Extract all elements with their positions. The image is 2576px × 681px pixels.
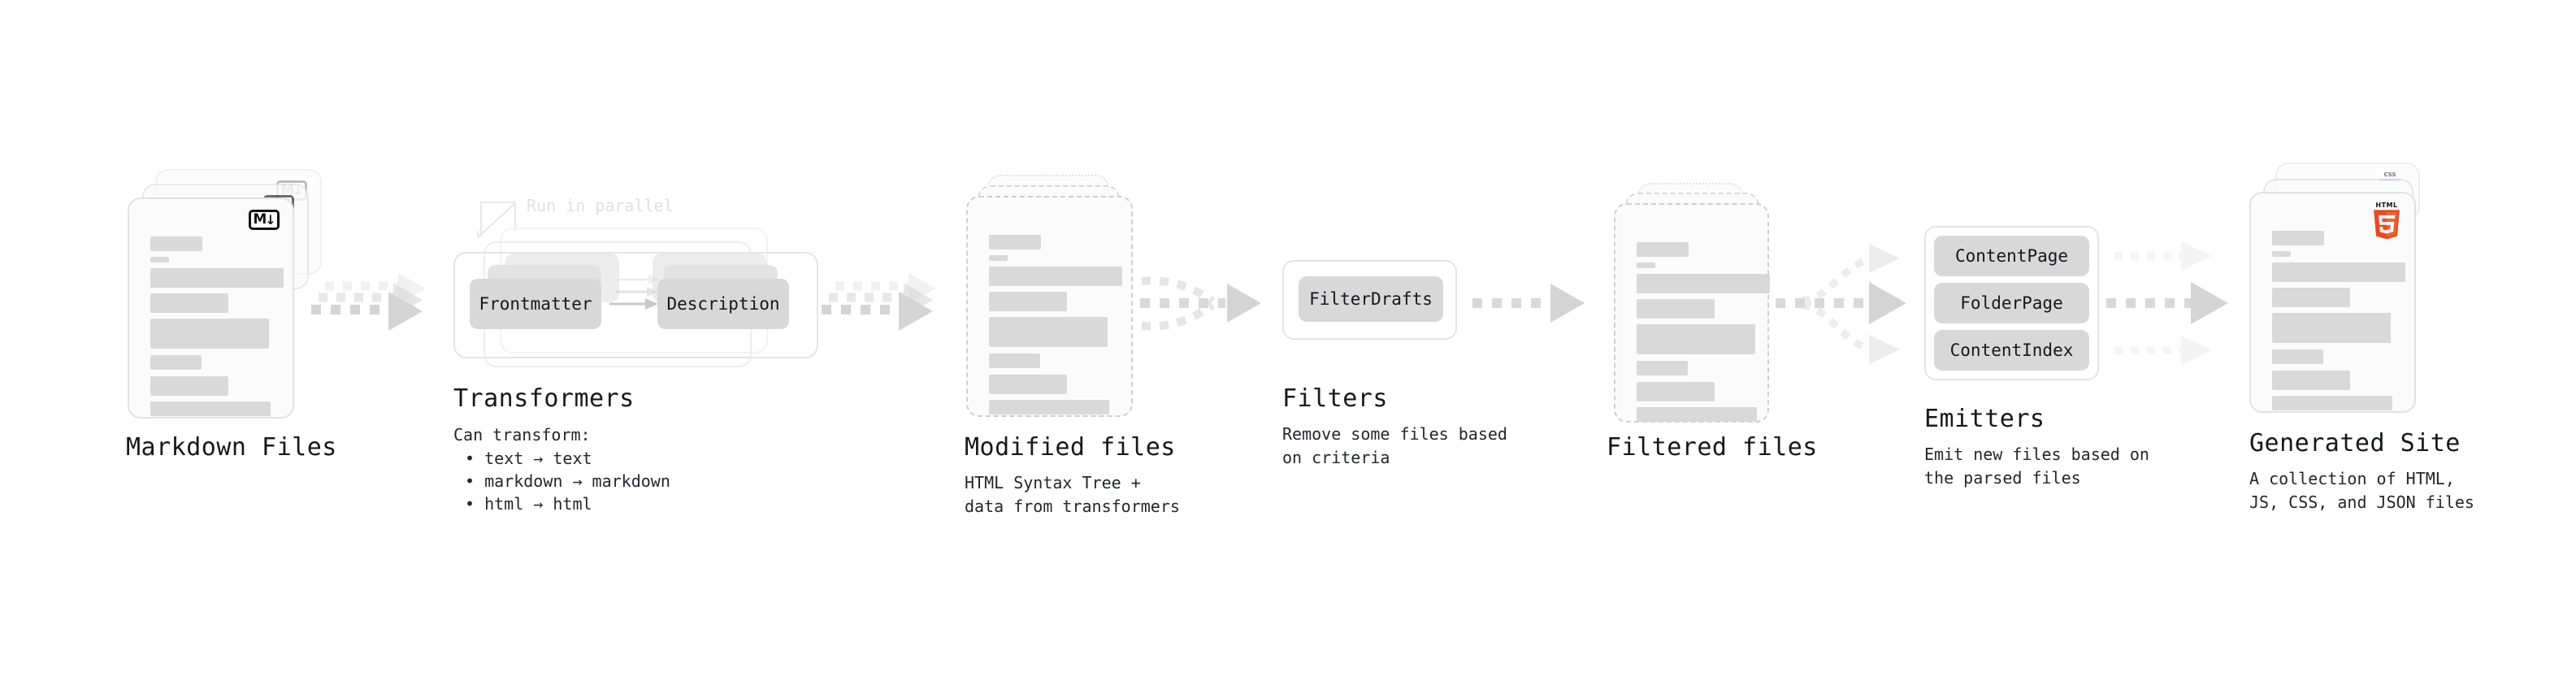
skeleton-line [150,268,284,288]
generated-file-card: HTML [2249,192,2416,413]
stage-title-modified-files: Modified files [965,433,1176,462]
filters-group [1282,260,1457,340]
skeleton-line [2272,251,2291,257]
skeleton-line [2272,288,2350,307]
skeleton-line [2272,231,2324,245]
stage-title-generated-site: Generated Site [2249,429,2461,458]
emitter-pill-label: FolderPage [1960,293,2063,313]
modified-file-card [966,196,1133,417]
emitter-pill-folderpage[interactable]: FolderPage [1934,283,2089,323]
skeleton-line [2272,371,2350,390]
skeleton-line [150,257,169,262]
skeleton-line [1637,324,1755,354]
skeleton-line [1637,262,1655,268]
transformer-pill-description[interactable]: Description [657,279,789,329]
transformers-group [453,252,818,358]
skeleton-line [989,235,1041,249]
stage-subtitle-emitters: Emit new files based on the parsed files [1924,445,2149,488]
markdown-file-card: M↓ [128,197,294,419]
html5-icon: HTML [2372,202,2401,240]
stage-subtitle-generated-site: A collection of HTML, JS, CSS, and JSON … [2249,469,2474,512]
emitter-pill-contentindex[interactable]: ContentIndex [1934,330,2089,371]
emitters-group [1924,226,2099,380]
transformer-pill-frontmatter[interactable]: Frontmatter [470,279,601,329]
stage-subtitle-filters: Remove some files based on criteria [1282,424,1507,467]
skeleton-line [150,355,202,370]
html5-icon-shield [2374,210,2400,240]
skeleton-line [989,375,1067,394]
markdown-icon-letter: M [253,211,267,228]
css-icon-label: CSS [2383,171,2396,178]
skeleton-line [1637,361,1688,375]
stage-title-filtered-files: Filtered files [1607,433,1818,462]
skeleton-line [2272,396,2392,410]
stage-title-emitters: Emitters [1924,405,2045,433]
skeleton-line [150,376,228,396]
skeleton-line [150,401,271,416]
skeleton-line [1637,242,1689,257]
transformers-bullet-2: • markdown → markdown [465,471,670,491]
stage-title-filters: Filters [1282,384,1388,413]
skeleton-line [2272,349,2323,364]
filter-pill-label: FilterDrafts [1309,289,1433,309]
skeleton-line [989,267,1122,286]
transformer-pill-label: Description [666,294,780,314]
skeleton-line [989,292,1067,311]
skeleton-line [1637,382,1715,401]
transformers-bullet-3: • html → html [465,494,592,514]
skeleton-line [1637,299,1715,319]
transformer-pill-label: Frontmatter [479,294,592,314]
skeleton-line [989,354,1040,368]
skeleton-line [150,319,269,349]
skeleton-line [2272,313,2391,343]
emitter-pill-contentpage[interactable]: ContentPage [1934,236,2089,276]
skeleton-line [989,255,1008,261]
emitter-pill-label: ContentIndex [1949,340,2074,360]
skeleton-line [989,317,1108,347]
stage-subtitle-modified-files: HTML Syntax Tree + data from transformer… [965,473,1180,516]
skeleton-line [1637,407,1757,422]
skeleton-line [150,293,228,313]
stage-subtitle-transformers: Can transform: [453,425,591,445]
stage-title-markdown-files: Markdown Files [126,433,337,462]
emitter-pill-label: ContentPage [1954,246,2069,266]
skeleton-line [150,236,202,251]
transformers-bullet-1: • text → text [465,449,592,468]
markdown-icon: M↓ [249,210,280,230]
skeleton-line [989,400,1109,414]
stage-title-transformers: Transformers [453,384,635,413]
markdown-icon-arrow: ↓ [265,211,275,228]
filtered-file-card [1614,203,1770,423]
filter-pill-filterdrafts[interactable]: FilterDrafts [1299,276,1443,322]
skeleton-line [2272,262,2405,282]
html5-icon-label: HTML [2375,202,2398,209]
run-in-parallel-label: Run in parallel [527,196,674,215]
skeleton-line [1637,274,1770,293]
